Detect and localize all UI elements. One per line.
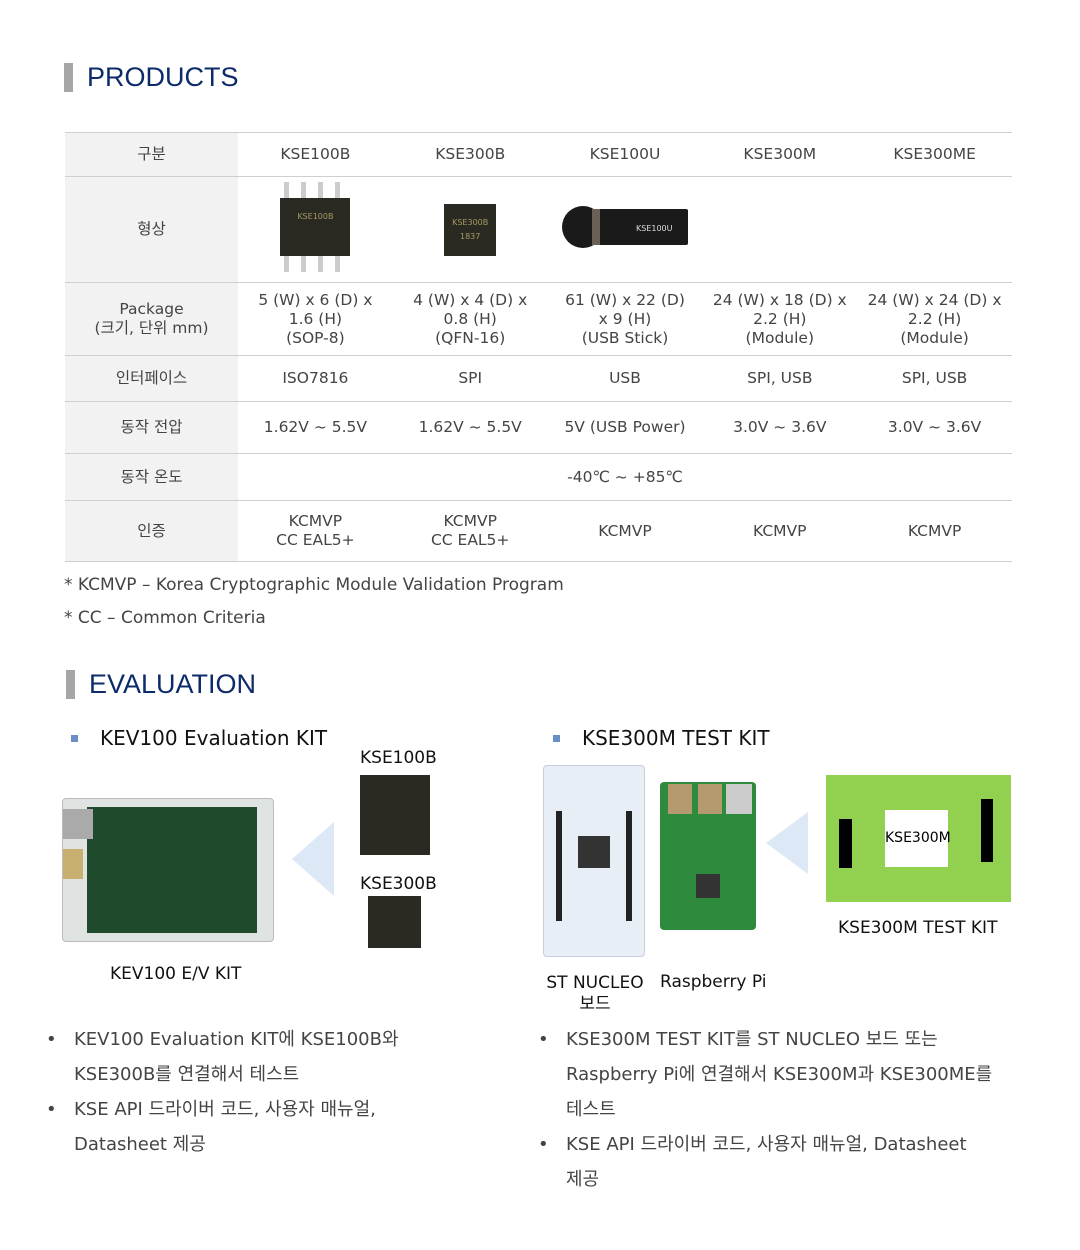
row-label: 형상 bbox=[65, 176, 238, 283]
kse300b-chip-image bbox=[368, 896, 421, 948]
cell: SPI, USB bbox=[702, 355, 858, 402]
evaluation-heading: EVALUATION bbox=[66, 669, 256, 700]
products-table: 구분 KSE100B KSE300B KSE100U KSE300M KSE30… bbox=[65, 132, 1012, 562]
row-label: Package(크기, 단위 mm) bbox=[65, 282, 238, 356]
square-bullet-icon bbox=[553, 734, 560, 742]
kse300me-image-empty bbox=[857, 176, 1012, 283]
arrow-left-icon bbox=[292, 822, 334, 896]
kse100b-chip-image bbox=[360, 775, 430, 855]
rpi-caption: Raspberry Pi bbox=[660, 972, 767, 992]
heading-bar bbox=[64, 63, 73, 92]
list-item: KSE API 드라이버 코드, 사용자 매뉴얼,Datasheet 제공 bbox=[46, 1092, 399, 1162]
kev100-heading: KEV100 Evaluation KIT bbox=[71, 726, 327, 750]
cell: 61 (W) x 22 (D)x 9 (H)(USB Stick) bbox=[547, 282, 703, 356]
table-row-shape: 형상 KSE100B KSE300B 1837 KSE100U bbox=[65, 176, 1012, 283]
row-label: 동작 전압 bbox=[65, 401, 238, 454]
header-cell: KSE100U bbox=[547, 132, 703, 177]
cell: KCMVP bbox=[702, 500, 858, 562]
kse100u-image: KSE100U bbox=[547, 176, 703, 283]
products-title: PRODUCTS bbox=[87, 62, 239, 92]
nucleo-caption: ST NUCLEO 보드 bbox=[546, 973, 644, 1014]
table-row-interface: 인터페이스 ISO7816 SPI USB SPI, USB SPI, USB bbox=[65, 355, 1012, 402]
kse300m-kit-caption: KSE300M TEST KIT bbox=[838, 918, 998, 938]
cell: ISO7816 bbox=[238, 355, 393, 402]
products-heading: PRODUCTS bbox=[64, 62, 239, 93]
evaluation-title: EVALUATION bbox=[89, 669, 257, 699]
header-cell: KSE300B bbox=[392, 132, 548, 177]
cell: SPI bbox=[392, 355, 548, 402]
note-cc: * CC – Common Criteria bbox=[64, 608, 266, 628]
kev100-caption: KEV100 E/V KIT bbox=[110, 964, 242, 984]
kse300m-kit-image: KSE300M bbox=[826, 775, 1011, 902]
row-label: 인증 bbox=[65, 500, 238, 562]
list-item: KSE300M TEST KIT를 ST NUCLEO 보드 또는Raspber… bbox=[538, 1022, 992, 1127]
kev100-board-image bbox=[62, 798, 274, 942]
cell: USB bbox=[547, 355, 703, 402]
row-label: 동작 온도 bbox=[65, 453, 238, 501]
header-cell: 구분 bbox=[65, 132, 238, 177]
kse300m-image-empty bbox=[702, 176, 858, 283]
header-cell: KSE300M bbox=[702, 132, 858, 177]
cell: 1.62V ~ 5.5V bbox=[238, 401, 393, 454]
kse300m-title: KSE300M TEST KIT bbox=[582, 726, 770, 750]
row-label: 인터페이스 bbox=[65, 355, 238, 402]
header-cell: KSE300ME bbox=[857, 132, 1012, 177]
table-row-voltage: 동작 전압 1.62V ~ 5.5V 1.62V ~ 5.5V 5V (USB … bbox=[65, 401, 1012, 454]
arrow-left-icon bbox=[766, 812, 808, 874]
cell: 5V (USB Power) bbox=[547, 401, 703, 454]
table-header-row: 구분 KSE100B KSE300B KSE100U KSE300M KSE30… bbox=[65, 132, 1012, 177]
kse300m-module-label: KSE300M bbox=[885, 810, 951, 867]
cell: SPI, USB bbox=[857, 355, 1012, 402]
chip-kse300b: KSE300B 1837 bbox=[444, 203, 497, 256]
table-row-temperature: 동작 온도 -40℃ ~ +85℃ bbox=[65, 453, 1012, 501]
kse100b-image: KSE100B bbox=[238, 176, 393, 283]
kev100-bullets: KEV100 Evaluation KIT에 KSE100B와KSE300B를 … bbox=[46, 1022, 399, 1162]
list-item: KEV100 Evaluation KIT에 KSE100B와KSE300B를 … bbox=[46, 1022, 398, 1092]
chip-kse100b: KSE100B bbox=[280, 198, 351, 256]
kse300b-image: KSE300B 1837 bbox=[392, 176, 548, 283]
raspberry-pi-image bbox=[660, 782, 756, 930]
cell: KCMVP bbox=[857, 500, 1012, 562]
cell: 3.0V ~ 3.6V bbox=[702, 401, 858, 454]
nucleo-board-image bbox=[543, 765, 645, 957]
cell: KCMVP bbox=[547, 500, 703, 562]
cell: -40℃ ~ +85℃ bbox=[238, 453, 1012, 501]
chip1-caption: KSE100B bbox=[360, 748, 437, 768]
usb-mark: KSE100U bbox=[635, 224, 673, 233]
kse300m-heading: KSE300M TEST KIT bbox=[553, 726, 770, 750]
header-cell: KSE100B bbox=[238, 132, 393, 177]
chip2-caption: KSE300B bbox=[360, 874, 437, 894]
square-bullet-icon bbox=[71, 734, 78, 742]
cell: 1.62V ~ 5.5V bbox=[392, 401, 548, 454]
note-kcmvp: * KCMVP – Korea Cryptographic Module Val… bbox=[64, 575, 564, 595]
cell: 3.0V ~ 3.6V bbox=[857, 401, 1012, 454]
heading-bar bbox=[66, 670, 75, 699]
kev100-title: KEV100 Evaluation KIT bbox=[100, 726, 328, 750]
kse300m-bullets: KSE300M TEST KIT를 ST NUCLEO 보드 또는Raspber… bbox=[538, 1022, 992, 1197]
